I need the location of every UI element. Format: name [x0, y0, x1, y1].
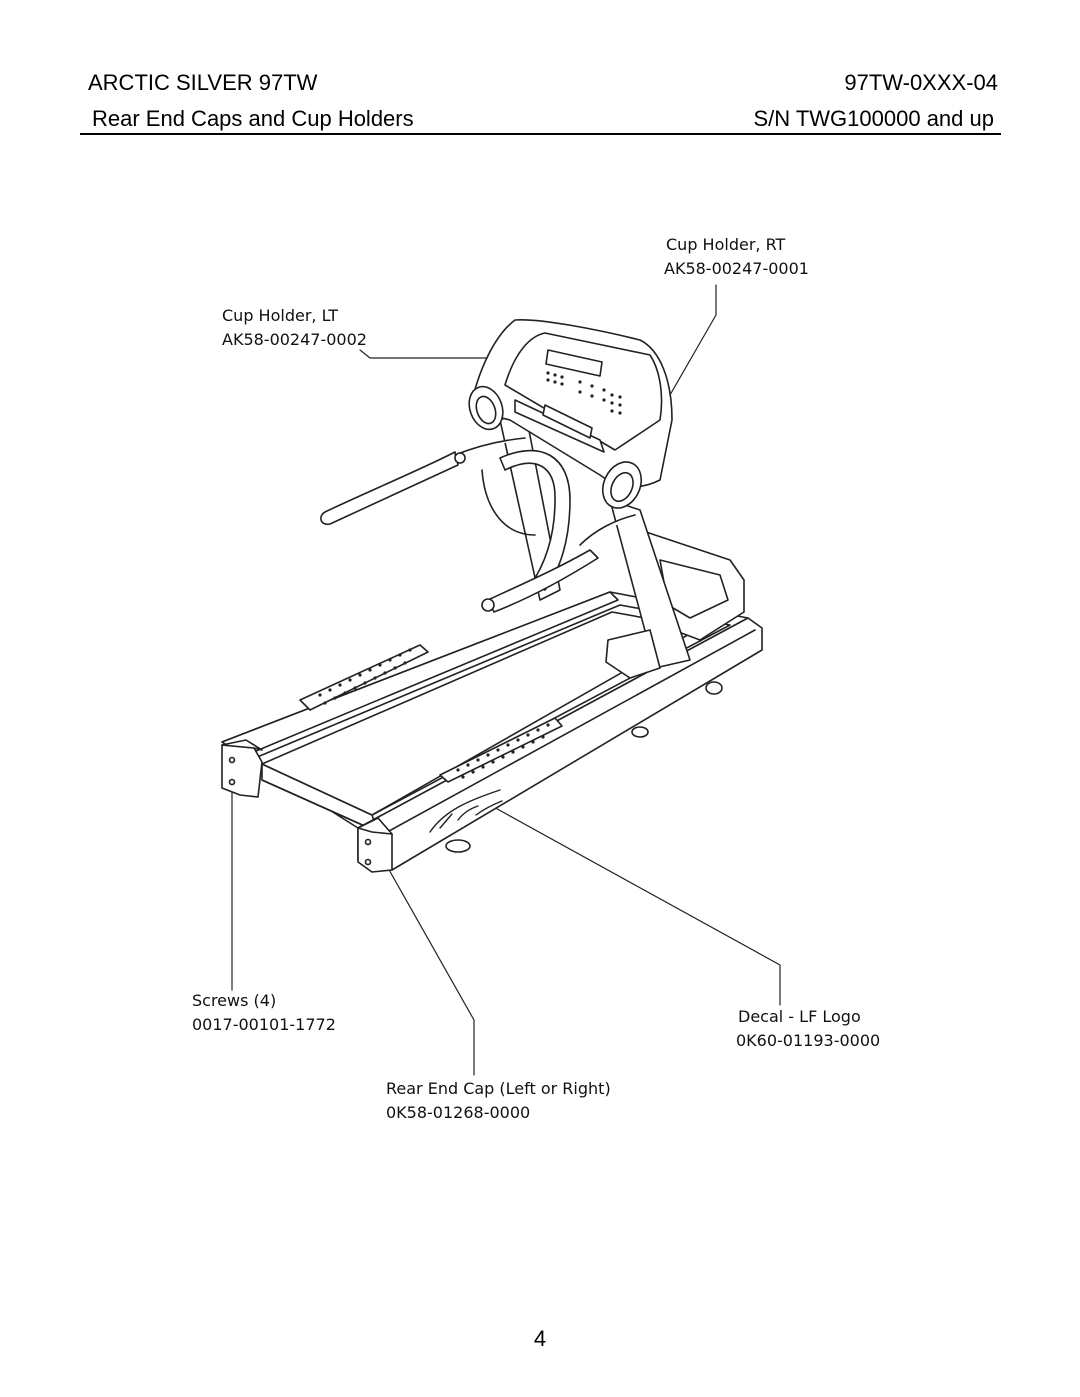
rear-end-cap-left	[221, 739, 263, 798]
foot-rail-right	[439, 717, 563, 783]
page-number: 4	[533, 1326, 547, 1351]
handrail-left	[320, 437, 526, 526]
handrail-right	[481, 449, 636, 613]
cup-holder-rt-label: Cup Holder, RT	[666, 235, 786, 254]
cup-holder-rt	[601, 461, 643, 509]
leader-rear-end-cap	[387, 867, 475, 1076]
foot-rail-left	[299, 644, 429, 711]
rear-end-cap-part-number: 0K58-01268-0000	[386, 1103, 531, 1122]
cup-holder-lt-label: Cup Holder, LT	[222, 306, 339, 325]
console-buttons	[546, 371, 622, 415]
leader-cup-holder-rt	[669, 284, 717, 396]
rear-end-cap-right	[357, 817, 393, 873]
serial-range: S/N TWG100000 and up	[753, 106, 994, 131]
console	[469, 318, 673, 488]
upright-right	[605, 499, 691, 679]
leader-decal	[489, 804, 781, 1006]
leveling-feet	[445, 681, 723, 853]
lf-logo-decal	[429, 789, 503, 833]
screws-part-number: 0017-00101-1772	[192, 1015, 336, 1034]
screws-label: Screws (4)	[192, 991, 277, 1010]
decal-part-number: 0K60-01193-0000	[736, 1031, 881, 1050]
cup-holder-lt	[468, 385, 504, 431]
header-rule	[80, 133, 1001, 135]
cup-holder-lt-part-number: AK58-00247-0002	[222, 330, 367, 349]
model-title: ARCTIC SILVER 97TW	[88, 70, 318, 95]
rear-end-cap-label: Rear End Cap (Left or Right)	[386, 1079, 611, 1098]
grip-dots	[318, 648, 550, 779]
section-title: Rear End Caps and Cup Holders	[92, 106, 414, 131]
leader-cup-holder-lt	[359, 349, 513, 359]
cable-loop	[481, 469, 536, 536]
decal-label: Decal - LF Logo	[738, 1007, 861, 1026]
cup-holder-rt-part-number: AK58-00247-0001	[664, 259, 809, 278]
leader-lines	[231, 284, 781, 1076]
document-number: 97TW-0XXX-04	[844, 70, 998, 95]
